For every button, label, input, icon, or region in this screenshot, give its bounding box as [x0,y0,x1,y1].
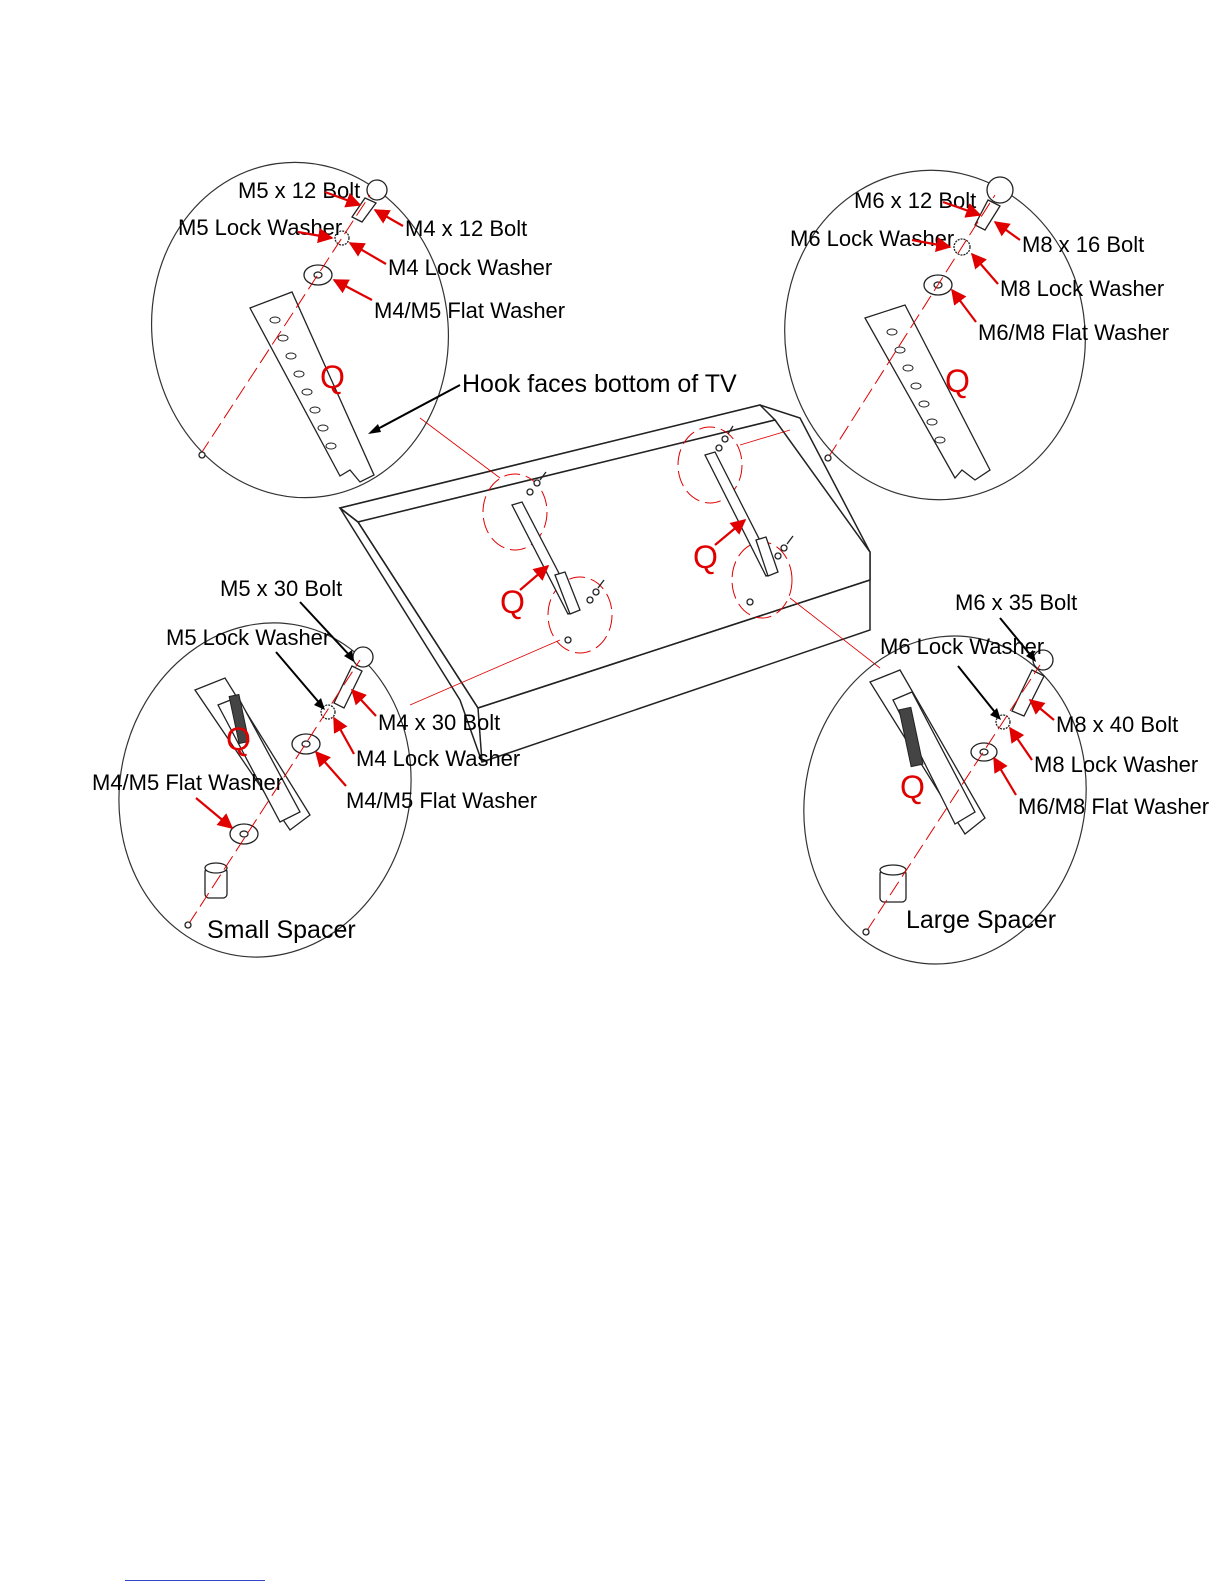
q-label-bottom-right: Q [900,769,925,805]
footer-rule [125,1580,265,1581]
label-small-spacer: Small Spacer [207,916,356,944]
label-m6x35-bolt: M6 x 35 Bolt [955,590,1077,615]
label-m4x12-bolt: M4 x 12 Bolt [405,216,527,241]
label-m4m5-flat-washer-bl-right: M4/M5 Flat Washer [346,788,537,813]
label-m6m8-flat-washer: M6/M8 Flat Washer [978,320,1169,345]
detail-top-right: Q M6 x 12 Bolt M8 x 16 Bolt M6 Lock Wash… [784,169,1169,501]
q-label-bottom-left: Q [226,721,251,757]
label-m8x40-bolt: M8 x 40 Bolt [1056,712,1178,737]
label-large-spacer: Large Spacer [906,906,1056,934]
label-m8-lock-washer: M8 Lock Washer [1000,276,1164,301]
label-m4-lock-washer: M4 Lock Washer [388,255,552,280]
label-m6m8-flat-washer-br: M6/M8 Flat Washer [1018,794,1209,819]
label-m8x16-bolt: M8 x 16 Bolt [1022,232,1144,257]
label-m4m5-flat-washer-bl-left: M4/M5 Flat Washer [92,770,283,795]
detail-bottom-right: Q M6 x 35 Bolt M6 Lock Washer M8 x 40 Bo… [803,590,1209,965]
q-label-panel-right: Q [693,539,718,575]
detail-bottom-left: Q M5 x 30 Bolt M5 Lock Washer M4 x 30 Bo… [92,576,537,958]
label-m5x30-bolt: M5 x 30 Bolt [220,576,342,601]
q-label-top-right: Q [945,363,970,399]
label-m6-lock-washer: M6 Lock Washer [790,226,954,251]
label-m6x12-bolt: M6 x 12 Bolt [854,188,976,213]
label-m4x30-bolt: M4 x 30 Bolt [378,710,500,735]
label-m5-lock-washer-bl: M5 Lock Washer [166,625,330,650]
tv-panel: Q Q [338,404,881,763]
label-m4-lock-washer-bl: M4 Lock Washer [356,746,520,771]
detail-top-left: Q M5 x 12 Bolt M4 x 12 Bolt M5 Lock Wash… [150,161,737,499]
label-m5x12-bolt: M5 x 12 Bolt [238,178,360,203]
label-m4m5-flat-washer: M4/M5 Flat Washer [374,298,565,323]
label-hook-faces-bottom: Hook faces bottom of TV [462,370,737,398]
label-m6-lock-washer-br: M6 Lock Washer [880,634,1044,659]
label-m8-lock-washer-br: M8 Lock Washer [1034,752,1198,777]
q-label-top-left: Q [320,359,345,395]
